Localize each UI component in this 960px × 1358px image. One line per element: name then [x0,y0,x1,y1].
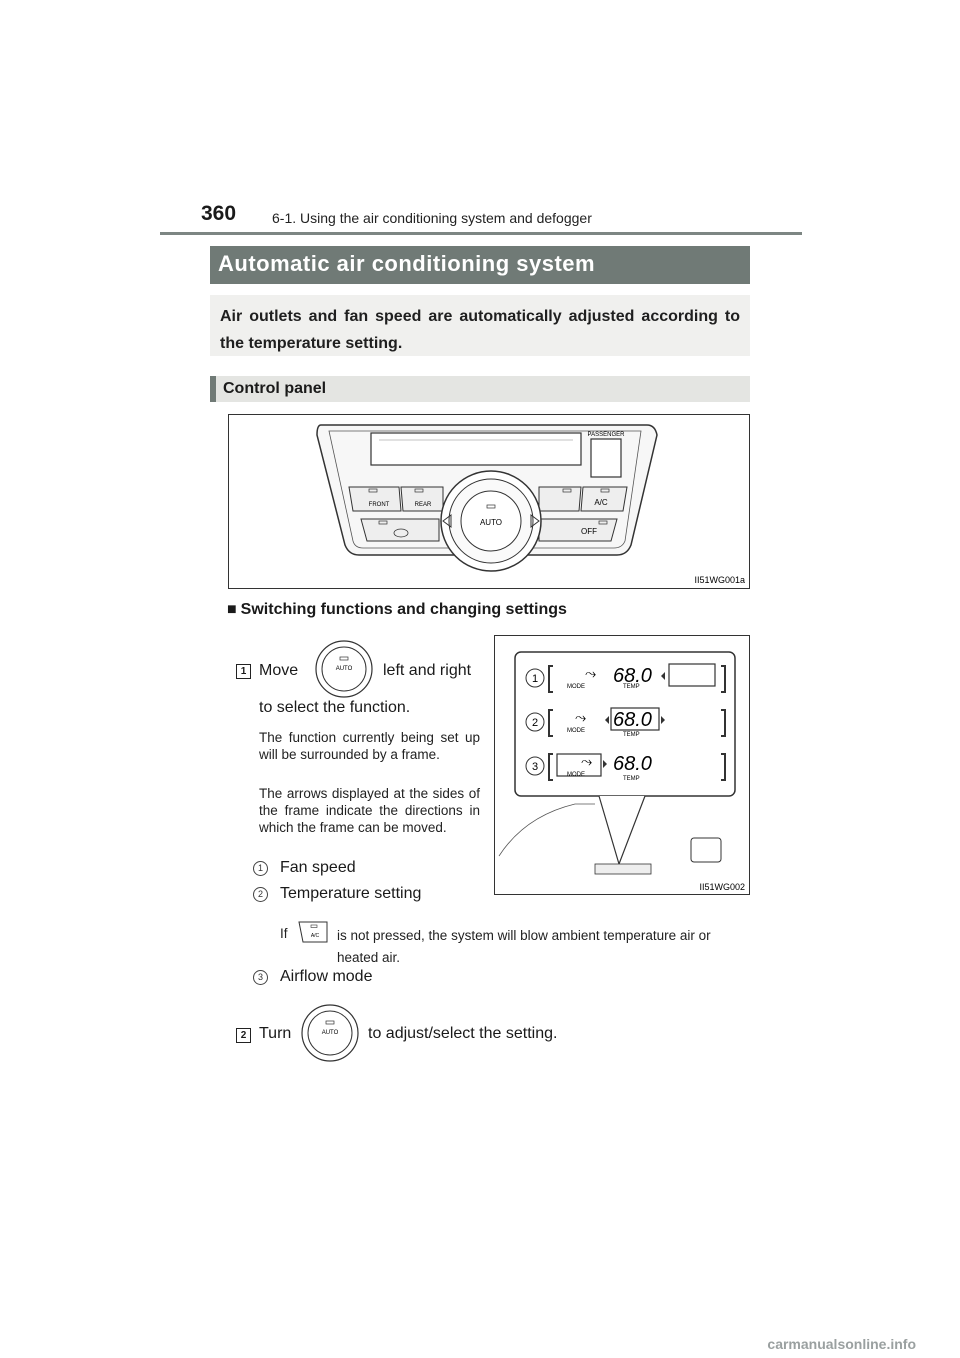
display-row-3-mode: MODE [567,772,585,778]
auto-knob-label: AUTO [336,666,353,672]
item-1-label: Fan speed [280,859,356,876]
ac-note-before: If [280,926,288,941]
display-row-2-temp: 68.0 [613,709,652,731]
ac-button-label: A/C [311,933,320,939]
step-2-badge: 2 [236,1028,251,1043]
item-2-label: Temperature setting [280,885,422,902]
auto-knob-icon-2: AUTO [301,1004,359,1062]
step-1-badge: 1 [236,664,251,679]
off-label: OFF [581,527,597,536]
step1-move: Move [259,662,299,679]
rear-label: REAR [415,502,432,508]
display-row-1-mode: MODE [567,684,585,690]
main-title: Automatic air conditioning system [218,251,596,276]
display-illustration: 1 ⤳ MODE 68.0 TEMP 2 ⤳ MODE 68.0 TEMP 3 … [498,651,745,892]
step1-left-right: left and right [383,662,472,679]
airflow-icon-3: ⤳ [581,754,592,770]
step1-note-2: The arrows displayed at the sides of the… [259,786,480,835]
intro-text: Air outlets and fan speed are automatica… [220,308,740,352]
intro-box: Air outlets and fan speed are automatica… [210,295,750,356]
display-row-2-num: 2 [532,717,538,729]
airflow-icon-2: ⤳ [575,710,586,726]
header-rule [160,232,802,235]
auto-knob-label-2: AUTO [322,1030,339,1036]
display-row-1-temp: 68.0 [613,665,652,687]
passenger-label: PASSENGER [588,432,626,438]
page-number: 360 [201,202,237,225]
item-2-number: 2 [253,887,268,902]
control-panel-figure: PASSENGER FRONT REAR A/C OFF AUTO II51WG… [228,414,750,589]
figure1-code: II51WG001a [694,575,745,585]
display-row-3-temp: 68.0 [613,753,652,775]
square-bullet-icon: ■ [227,601,237,618]
item-1-number: 1 [253,861,268,876]
control-panel-heading-text: Control panel [223,380,327,397]
display-row-1-num: 1 [532,673,538,685]
ac-label: A/C [594,498,608,507]
step1-select: to select the function. [259,699,411,716]
main-title-banner: Automatic air conditioning system [210,246,750,284]
step2-after: to adjust/select the setting. [368,1025,558,1042]
airflow-icon-1: ⤳ [585,666,596,682]
step2-turn: Turn [259,1025,292,1042]
auto-knob-icon: AUTO [315,640,373,698]
control-panel-heading: Control panel [210,376,750,402]
step1-note-1: The function currently being set up will… [259,730,480,762]
ac-button-icon: A/C [298,921,328,943]
watermark: carmanualsonline.info [767,1336,916,1352]
switching-heading: ■Switching functions and changing settin… [227,601,567,619]
display-figure: 1 ⤳ MODE 68.0 TEMP 2 ⤳ MODE 68.0 TEMP 3 … [494,635,750,895]
section-title: 6-1. Using the air conditioning system a… [272,210,592,226]
control-panel-illustration: PASSENGER FRONT REAR A/C OFF AUTO II51WG… [316,424,745,585]
display-row-1-temp-label: TEMP [623,684,640,690]
display-row-3-temp-label: TEMP [623,776,640,782]
switching-heading-text: Switching functions and changing setting… [240,601,567,618]
display-row-2-temp-label: TEMP [623,732,640,738]
item-3-label: Airflow mode [280,968,373,985]
item-3-number: 3 [253,970,268,985]
front-label: FRONT [369,502,390,508]
ac-note-after: is not pressed, the system will blow amb… [337,928,711,965]
auto-label: AUTO [480,518,502,527]
figure2-code: II51WG002 [699,882,745,892]
display-row-3-num: 3 [532,761,538,773]
display-row-2-mode: MODE [567,728,585,734]
